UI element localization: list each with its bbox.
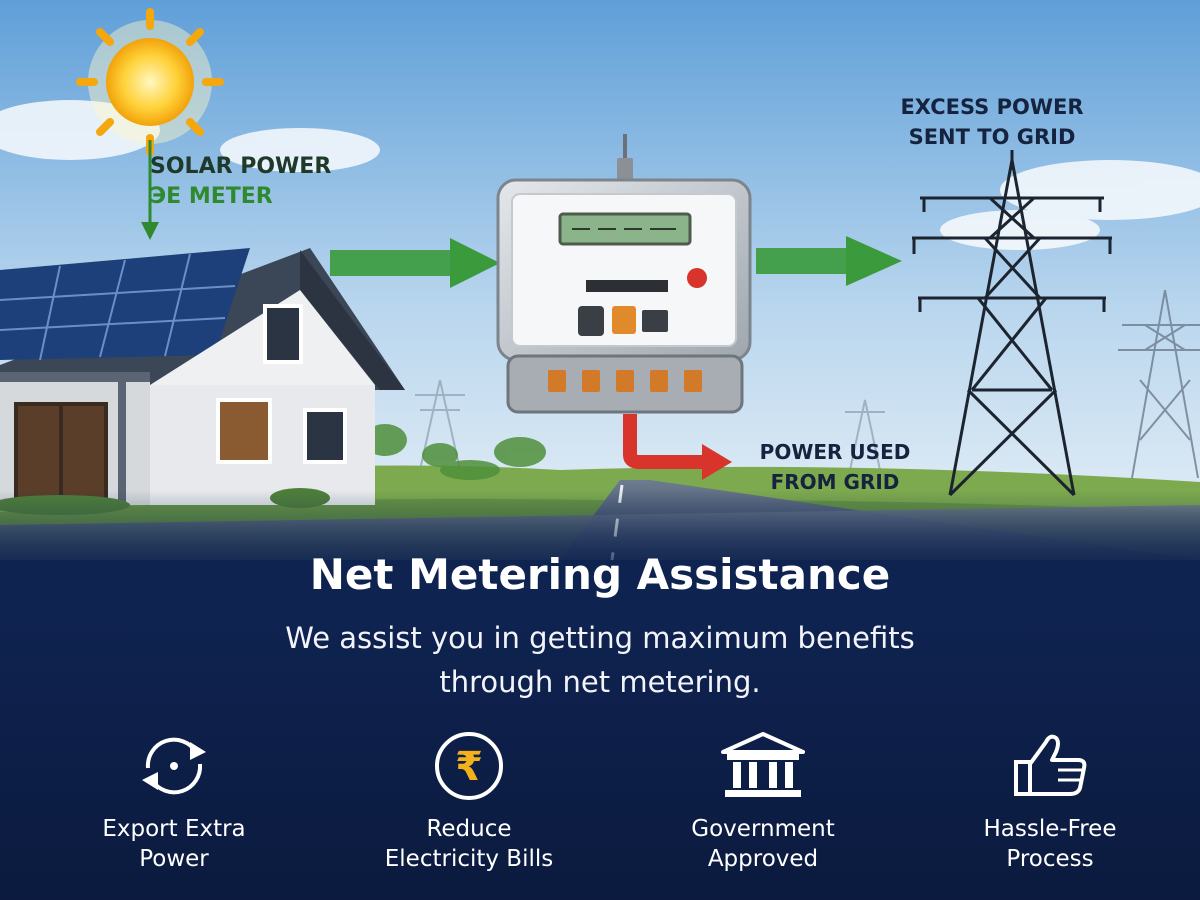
feature-label-line-2: Approved (707, 846, 819, 872)
clouds (0, 100, 1200, 250)
subheadline-line-2: through net metering. (439, 665, 761, 699)
excess-power-label: EXCESS POWER SENT TO GRID (872, 92, 1112, 152)
refresh-arrows-icon (142, 737, 206, 795)
feature-label: Government Approved (643, 814, 883, 874)
government-building-icon (721, 732, 805, 797)
feature-government-approved: Government Approved (643, 730, 883, 874)
feature-label: Hassle-Free Process (930, 814, 1170, 874)
sun-icon (76, 8, 224, 156)
feature-label-line-1: Hassle-Free (983, 816, 1117, 842)
headline: Net Metering Assistance (309, 550, 891, 599)
feature-label-line-1: Export Extra (102, 816, 246, 842)
red-arrow-grid-to-home (623, 414, 732, 480)
feature-label-line-2: Electricity Bills (384, 846, 554, 872)
excess-label-line-2: SENT TO GRID (908, 125, 1076, 149)
house (0, 248, 405, 515)
feature-label: Reduce Electricity Bills (349, 814, 589, 874)
feature-export-extra-power: Export Extra Power (54, 730, 294, 874)
feature-hassle-free-process: Hassle-Free Process (930, 730, 1170, 874)
feature-reduce-electricity-bills: ₹ Reduce Electricity Bills (349, 730, 589, 874)
used-label-line-2: FROM GRID (770, 470, 900, 494)
solar-label-line-1: SOLAR POWER (150, 154, 332, 179)
navy-panel (0, 490, 1200, 900)
sun-down-arrow (141, 140, 159, 240)
subheadline-line-1: We assist you in getting maximum benefit… (285, 621, 915, 655)
green-arrow-house-to-meter (330, 238, 500, 288)
feature-label-line-2: Power (139, 846, 209, 872)
feature-label-line-2: Process (1006, 846, 1094, 872)
transmission-tower (912, 150, 1112, 497)
thumbs-up-icon (1014, 734, 1087, 796)
power-used-label: POWER USED FROM GRID (735, 437, 935, 497)
feature-label-line-1: Reduce (426, 816, 512, 842)
feature-label-line-1: Government (691, 816, 835, 842)
excess-label-line-1: EXCESS POWER (900, 95, 1084, 119)
green-arrow-meter-to-grid (756, 236, 902, 286)
distant-towers (415, 379, 885, 471)
solar-label-line-2: ЭE METER (150, 184, 273, 209)
solar-power-label: SOLAR POWER ЭE METER (150, 152, 331, 212)
transmission-tower-far (1118, 289, 1200, 479)
rupee-icon: ₹ (435, 732, 503, 800)
used-label-line-1: POWER USED (759, 440, 911, 464)
energy-meter (496, 134, 752, 414)
rupee-symbol: ₹ (455, 744, 483, 790)
feature-label: Export Extra Power (54, 814, 294, 874)
subheadline: We assist you in getting maximum benefit… (150, 616, 1050, 704)
